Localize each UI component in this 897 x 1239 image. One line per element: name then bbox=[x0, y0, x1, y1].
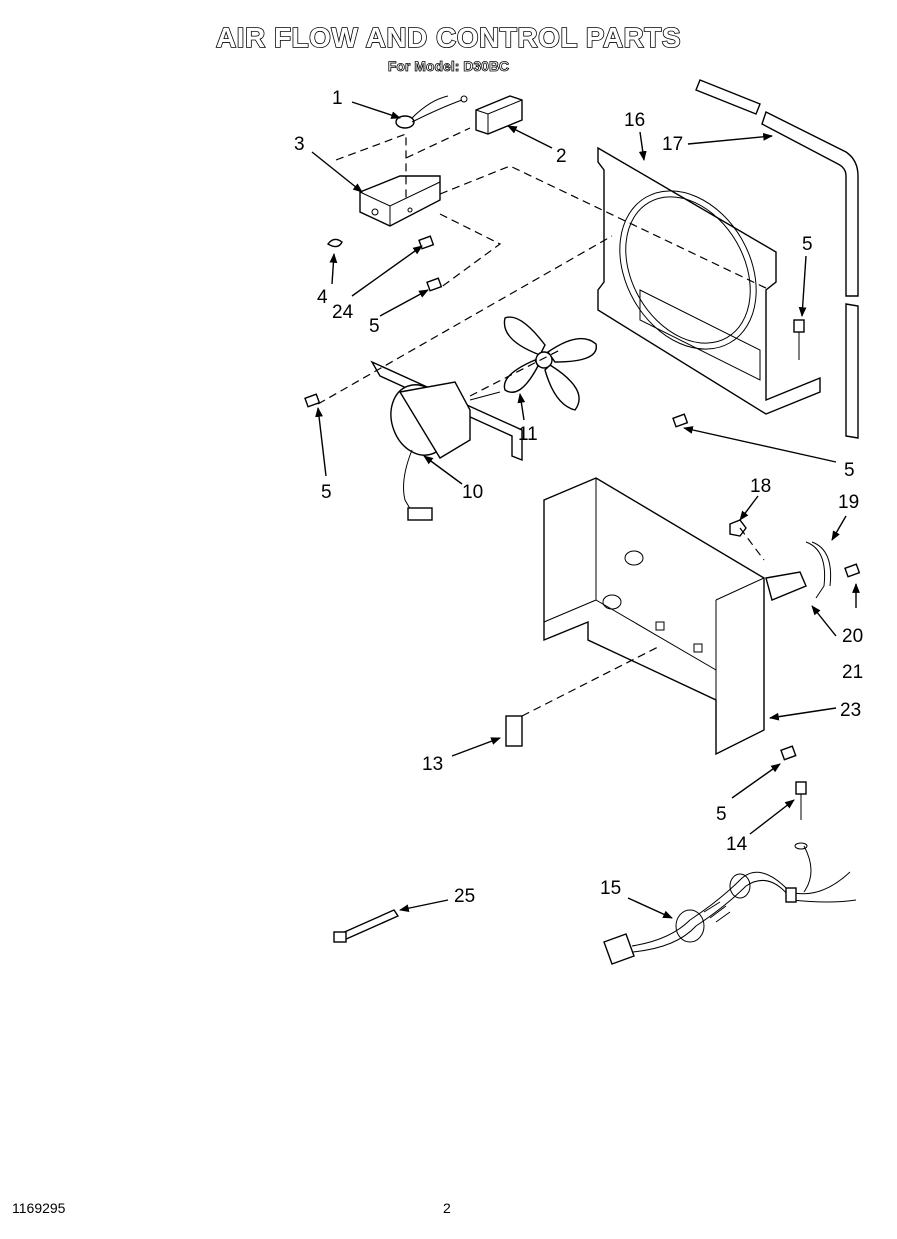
callout-5-c: 5 bbox=[802, 234, 813, 255]
part-11-fan-blade bbox=[503, 316, 597, 411]
part-10-motor bbox=[370, 360, 523, 521]
part-1-sensor bbox=[395, 95, 468, 129]
callout-18: 18 bbox=[750, 476, 771, 497]
part-23-control-panel bbox=[543, 477, 765, 756]
model-subtitle: For Model: D30BC bbox=[387, 58, 510, 75]
callout-5-e: 5 bbox=[716, 804, 727, 825]
page-number: 2 bbox=[443, 1200, 451, 1216]
callout-10: 10 bbox=[462, 482, 483, 503]
callout-3: 3 bbox=[294, 134, 305, 155]
callout-14: 14 bbox=[726, 834, 748, 855]
document-number: 1169295 bbox=[12, 1200, 66, 1216]
part-4-clip bbox=[326, 238, 343, 248]
assembly-dash-lines bbox=[317, 127, 771, 717]
callout-5-b: 5 bbox=[321, 482, 332, 503]
part-20-clip bbox=[765, 571, 807, 601]
callout-20: 20 bbox=[842, 626, 863, 647]
part-2-terminal-block bbox=[475, 95, 523, 135]
part-25-wire-tie bbox=[333, 909, 400, 943]
callout-24: 24 bbox=[332, 302, 354, 323]
callout-labels: 1 2 3 4 24 5 5 10 11 16 17 5 5 18 19 20 … bbox=[294, 88, 863, 907]
part-17-gasket bbox=[695, 79, 859, 439]
callout-5-d: 5 bbox=[844, 460, 855, 481]
callout-13: 13 bbox=[422, 754, 443, 775]
callout-15: 15 bbox=[600, 878, 621, 899]
callout-25: 25 bbox=[454, 886, 475, 907]
callout-19: 19 bbox=[838, 492, 859, 513]
callout-16: 16 bbox=[624, 110, 645, 131]
part-16-fan-shroud bbox=[597, 146, 821, 415]
part-21-screw bbox=[844, 563, 861, 578]
part-5-screw-c bbox=[672, 413, 689, 428]
part-5-screw-b bbox=[793, 319, 805, 360]
part-19-wire bbox=[805, 541, 832, 599]
part-5-screw-d bbox=[304, 393, 321, 408]
callout-2: 2 bbox=[556, 146, 567, 167]
part-5-screw-a bbox=[426, 277, 443, 292]
page-title: AIR FLOW AND CONTROL PARTS bbox=[215, 21, 682, 54]
part-13-capacitor bbox=[505, 715, 523, 747]
callout-1: 1 bbox=[332, 88, 343, 109]
part-15-power-cord bbox=[603, 845, 857, 965]
part-3-bracket bbox=[359, 175, 441, 227]
part-5-screw-e bbox=[780, 745, 797, 761]
callout-21: 21 bbox=[842, 662, 863, 683]
callout-5-a: 5 bbox=[369, 316, 380, 337]
callout-11: 11 bbox=[518, 424, 538, 445]
callout-23: 23 bbox=[840, 700, 861, 721]
callout-4: 4 bbox=[317, 287, 328, 308]
callout-17: 17 bbox=[662, 134, 683, 155]
callout-arrows bbox=[311, 101, 860, 919]
part-14-ground-screw bbox=[794, 781, 808, 850]
